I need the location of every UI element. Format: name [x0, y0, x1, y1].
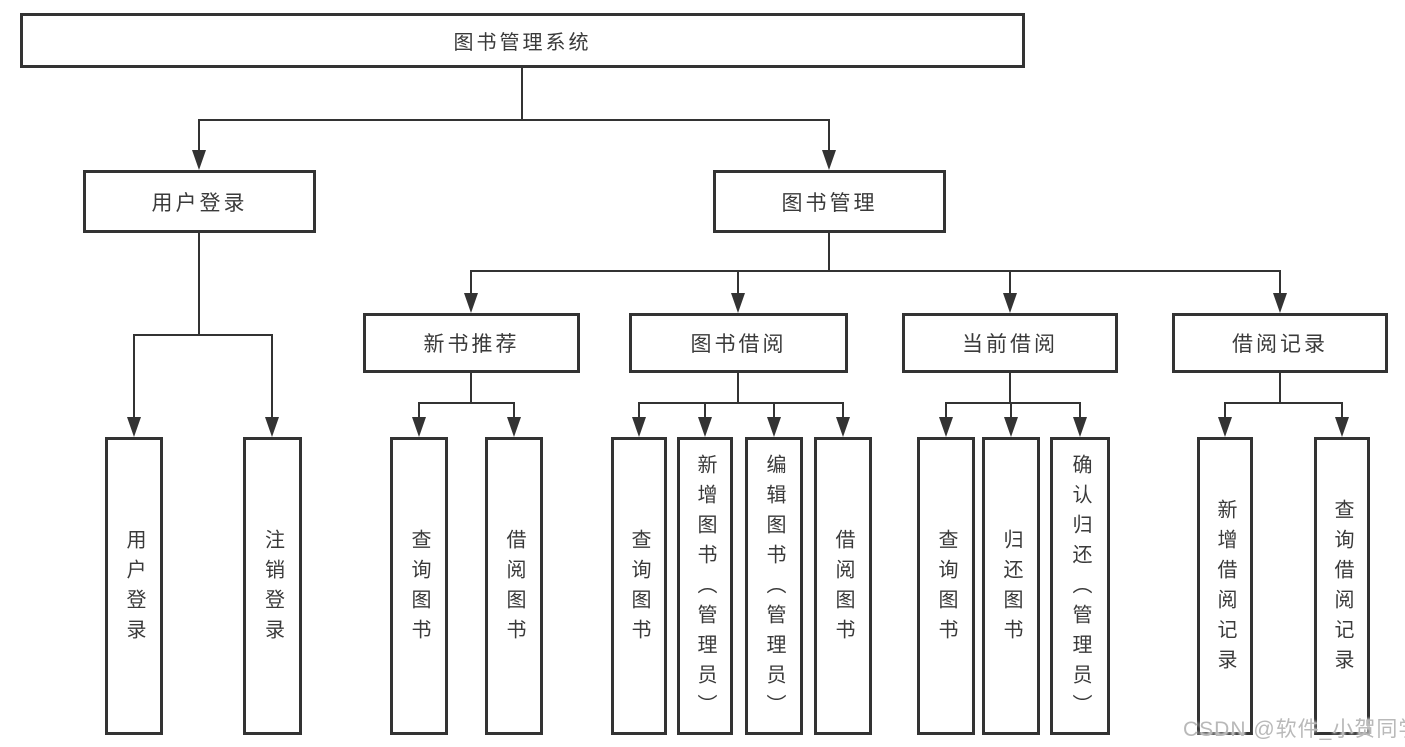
edge-line	[1009, 373, 1011, 404]
node-leaf-query-books-recommend: 查询图书	[390, 437, 448, 735]
edge-line	[1009, 270, 1011, 293]
arrowhead-down-icon	[412, 417, 426, 437]
edge-line	[842, 402, 844, 418]
edge-line	[418, 402, 420, 418]
arrowhead-down-icon	[1273, 293, 1287, 313]
edge-line	[1341, 402, 1343, 418]
arrowhead-down-icon	[127, 417, 141, 437]
arrowhead-down-icon	[507, 417, 521, 437]
edge-line	[133, 334, 135, 418]
edge-line	[1279, 270, 1281, 293]
arrowhead-down-icon	[767, 417, 781, 437]
edge-line	[418, 402, 515, 404]
arrowhead-down-icon	[265, 417, 279, 437]
node-leaf-edit-books-admin: 编辑图书（管理员）	[745, 437, 803, 735]
node-leaf-user-login: 用户登录	[105, 437, 163, 735]
node-leaf-add-books-admin: 新增图书（管理员）	[677, 437, 733, 735]
edge-line	[1224, 402, 1343, 404]
edge-line	[521, 68, 523, 121]
edge-line	[470, 270, 472, 293]
arrowhead-down-icon	[698, 417, 712, 437]
node-leaf-query-books-borrowing: 查询图书	[611, 437, 667, 735]
edge-line	[638, 402, 844, 404]
node-book-management: 图书管理	[713, 170, 946, 233]
edge-line	[945, 402, 1080, 404]
edge-line	[773, 402, 775, 418]
arrowhead-down-icon	[1003, 293, 1017, 313]
node-leaf-logout: 注销登录	[243, 437, 302, 735]
edge-line	[470, 270, 1281, 272]
node-leaf-query-books-current: 查询图书	[917, 437, 975, 735]
edge-line	[638, 402, 640, 418]
node-current-borrowing: 当前借阅	[902, 313, 1118, 373]
edge-line	[470, 373, 472, 404]
edge-line	[737, 373, 739, 404]
arrowhead-down-icon	[632, 417, 646, 437]
edge-line	[828, 119, 830, 151]
edge-line	[271, 334, 273, 418]
edge-line	[1224, 402, 1226, 418]
arrowhead-down-icon	[822, 150, 836, 170]
node-new-book-recommendation: 新书推荐	[363, 313, 580, 373]
arrowhead-down-icon	[1335, 417, 1349, 437]
edge-line	[1079, 402, 1081, 418]
arrowhead-down-icon	[939, 417, 953, 437]
edge-line	[133, 334, 273, 336]
arrowhead-down-icon	[1004, 417, 1018, 437]
edge-line	[198, 119, 830, 121]
node-leaf-add-borrow-record: 新增借阅记录	[1197, 437, 1253, 735]
arrowhead-down-icon	[1073, 417, 1087, 437]
arrowhead-down-icon	[464, 293, 478, 313]
csdn-watermark: CSDN @软件_小贺同学	[1183, 718, 1405, 741]
node-borrowing-records: 借阅记录	[1172, 313, 1388, 373]
node-leaf-borrow-books: 借阅图书	[814, 437, 872, 735]
edge-line	[1279, 373, 1281, 404]
edge-line	[198, 119, 200, 151]
node-library-management-system: 图书管理系统	[20, 13, 1025, 68]
edge-line	[513, 402, 515, 418]
node-leaf-confirm-return-admin: 确认归还（管理员）	[1050, 437, 1110, 735]
arrowhead-down-icon	[192, 150, 206, 170]
edge-line	[945, 402, 947, 418]
node-user-login: 用户登录	[83, 170, 316, 233]
arrowhead-down-icon	[1218, 417, 1232, 437]
arrowhead-down-icon	[731, 293, 745, 313]
edge-line	[704, 402, 706, 418]
edge-line	[1010, 402, 1012, 418]
edge-line	[737, 270, 739, 293]
node-book-borrowing: 图书借阅	[629, 313, 848, 373]
edge-line	[198, 233, 200, 335]
node-leaf-return-books: 归还图书	[982, 437, 1040, 735]
edge-line	[828, 233, 830, 271]
arrowhead-down-icon	[836, 417, 850, 437]
node-leaf-query-borrow-record: 查询借阅记录	[1314, 437, 1370, 735]
node-leaf-borrow-books-recommend: 借阅图书	[485, 437, 543, 735]
